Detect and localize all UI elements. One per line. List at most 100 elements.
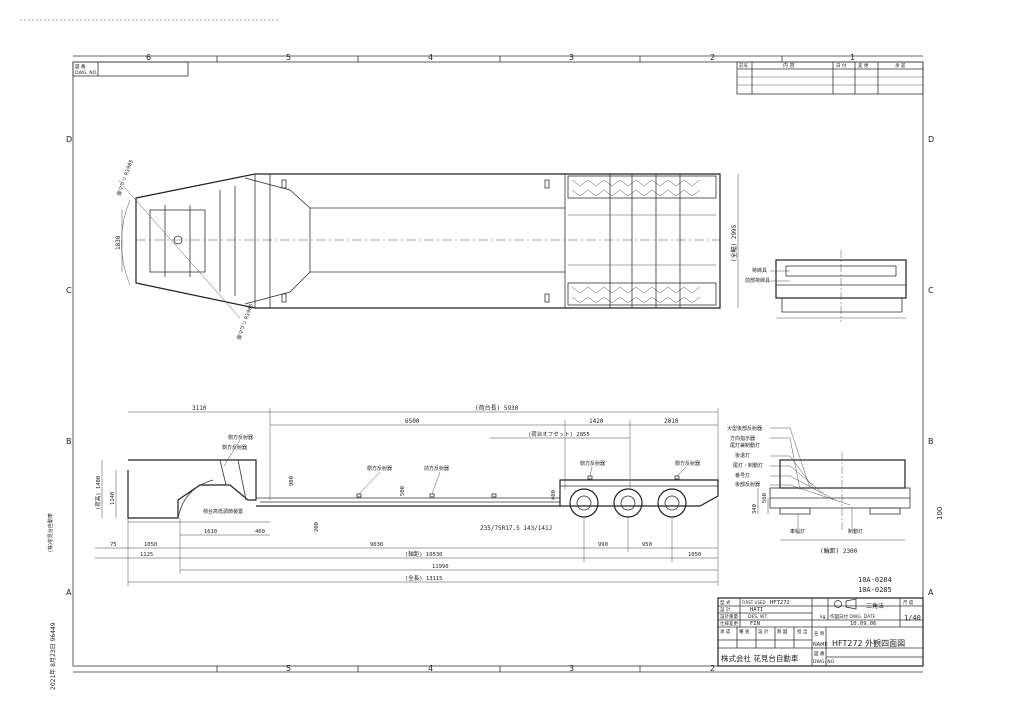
- zone-left-a: A: [66, 588, 72, 597]
- rear-bottom-label-1: 車幅灯: [790, 528, 805, 535]
- tb-sign-approve: 承 認: [720, 628, 731, 635]
- top-radius-label-top: 旋マワリ R1985: [115, 159, 135, 197]
- side-dim-offset: (荷台オフセット) 2855: [528, 430, 590, 438]
- side-dim-2010: 2010: [664, 418, 679, 425]
- rear-label-4: 後退灯: [735, 452, 750, 459]
- revision-table: 記号 内 容 日 付 変 更 承 認: [736, 61, 924, 95]
- side-dim-950: 950: [642, 542, 652, 548]
- tb-date-label: 作図日付 DWG. DATE: [830, 613, 876, 620]
- tb-row1-label: 型 式: [720, 599, 731, 606]
- rev-header-content: 内 容: [783, 62, 795, 69]
- side-dim-wheelbase: (軸距) 10530: [405, 550, 443, 558]
- zone-top-3: 3: [569, 53, 574, 62]
- left-margin-stamp-2: (株)花見台自動車: [47, 513, 54, 552]
- side-dim-1125: 1125: [140, 552, 153, 558]
- rear-top-label-1: 荷締具: [752, 267, 767, 274]
- side-dim-460: 460: [255, 529, 265, 535]
- side-dim-1140: 1140: [110, 492, 116, 505]
- left-margin-stamp: 2021年 8月23日 96449: [49, 622, 57, 690]
- zone-right-d: D: [928, 135, 934, 144]
- zone-bottom-4: 4: [428, 664, 433, 673]
- rear-bottom-label-2: 制動灯: [848, 528, 863, 535]
- side-view-wheels: [569, 488, 687, 518]
- side-dim-400: 400: [551, 490, 557, 500]
- tb-name-value: HFT272 外観四面図: [832, 638, 905, 648]
- side-label-reflector-1: 側方反射器: [228, 434, 253, 441]
- zone-top-5: 5: [286, 53, 291, 62]
- rear-view-top: 荷締具 前部荷締具: [745, 250, 907, 322]
- side-dim-1050-left: 1050: [144, 542, 157, 548]
- zone-top-2: 2: [710, 53, 715, 62]
- drawing-code-1: 10A-0284: [858, 576, 892, 584]
- zone-right-b: B: [928, 437, 934, 446]
- right-margin-mark: 100: [936, 507, 944, 520]
- rear-view: (輪距) 2300 340 560 大型後部反射器 方向指示器 尾灯兼制動灯 後…: [727, 425, 911, 555]
- side-label-reflector-3: 側方反射器: [367, 465, 392, 472]
- side-tire-label: 235/75R17.5 143/141J: [480, 525, 552, 532]
- side-view: 3110 (荷台長) 5930 6500 1420 2010 (荷台オフセット)…: [94, 404, 719, 586]
- tb-projection: 三角法: [866, 602, 884, 610]
- corner-drawing-number-box: 図 番 DWG. NO.: [72, 61, 189, 77]
- tb-row3-label: 設計重量: [720, 613, 738, 620]
- drawing-code-2: 10A-0285: [858, 586, 892, 594]
- side-dim-overall-length: (全長) 13115: [405, 574, 443, 582]
- rev-header-change: 変 更: [858, 62, 869, 69]
- zone-bottom-5: 5: [286, 664, 291, 673]
- side-dim-3110: 3110: [192, 405, 207, 412]
- tb-dwg-label: 図 番: [814, 650, 825, 657]
- tb-sign-review: 審 査: [739, 628, 750, 635]
- rear-dim-560: 560: [762, 493, 768, 503]
- title-block: 型 式 FIRST USED HFT272 設 計 HATI 設計重量 DES.…: [717, 597, 924, 667]
- tb-row3-unit: kg: [820, 614, 826, 620]
- tb-sign-draw: 製 図: [777, 628, 788, 635]
- tb-row4-value: FIN: [750, 621, 760, 627]
- zone-top-4: 4: [428, 53, 433, 62]
- side-dim-9030: 9030: [370, 542, 383, 548]
- side-label-height-adjuster: 荷台高低調節装置: [203, 508, 243, 515]
- zone-bottom-3: 3: [569, 664, 574, 673]
- zone-right-c: C: [928, 286, 934, 295]
- corner-box-line1: 図 番: [75, 63, 86, 70]
- rear-label-7: 後部反射器: [735, 481, 760, 488]
- rear-top-label-2: 前部荷締具: [745, 277, 770, 284]
- zone-left-d: D: [66, 135, 72, 144]
- tb-row1-value: HFT272: [770, 600, 790, 606]
- tb-sign-design: 設 計: [758, 628, 769, 635]
- outer-frame: [72, 61, 924, 667]
- rear-label-3: 尾灯兼制動灯: [730, 442, 760, 449]
- tb-scale-label: 尺 度: [903, 599, 914, 606]
- side-dim-deck-length: (荷台長) 5930: [475, 404, 519, 412]
- tb-row1-sub: FIRST USED: [742, 600, 766, 605]
- rear-dim-340: 340: [752, 504, 758, 514]
- projection-symbol-icon: [834, 600, 842, 608]
- side-dim-1420: 1420: [589, 418, 604, 425]
- tb-company: 株式会社 花見台自動車: [721, 653, 799, 663]
- rev-header-approve: 承 認: [895, 62, 906, 69]
- tb-name-label: 名 称: [814, 630, 825, 637]
- rear-label-6: 番号灯: [735, 472, 750, 479]
- rear-dim-track: (輪距) 2300: [820, 547, 858, 555]
- rear-label-5: 尾灯・制動灯: [733, 462, 763, 469]
- tb-sign-charge: 担 当: [797, 628, 807, 635]
- side-dim-900: 900: [289, 476, 295, 486]
- side-dim-height: (荷高) 1400: [94, 476, 102, 510]
- side-label-reflector-4: 前方反射器: [424, 465, 449, 472]
- zone-top-6: 6: [146, 53, 151, 62]
- side-dim-6500: 6500: [405, 418, 420, 425]
- side-dim-11990: 11990: [432, 564, 449, 570]
- rev-header-mark: 記号: [739, 62, 748, 69]
- top-radius-label-bottom: 旋マワリ R1985: [235, 303, 255, 341]
- tb-row2-label: 設 計: [720, 606, 731, 613]
- rev-header-date: 日 付: [836, 62, 847, 69]
- zone-right-a: A: [928, 588, 934, 597]
- side-label-reflector-5: 側方反射器: [580, 460, 605, 467]
- top-dim-overall-width: (全幅) 2995: [730, 224, 738, 262]
- side-dim-500: 500: [400, 486, 406, 496]
- tb-date-value: 10.09.06: [850, 621, 877, 627]
- zone-left-c: C: [66, 286, 72, 295]
- top-dim-1830: 1830: [115, 235, 122, 250]
- rear-label-2: 方向指示器: [730, 435, 755, 442]
- tb-scale-value: 1/40: [904, 614, 921, 622]
- side-dim-75: 75: [110, 542, 117, 548]
